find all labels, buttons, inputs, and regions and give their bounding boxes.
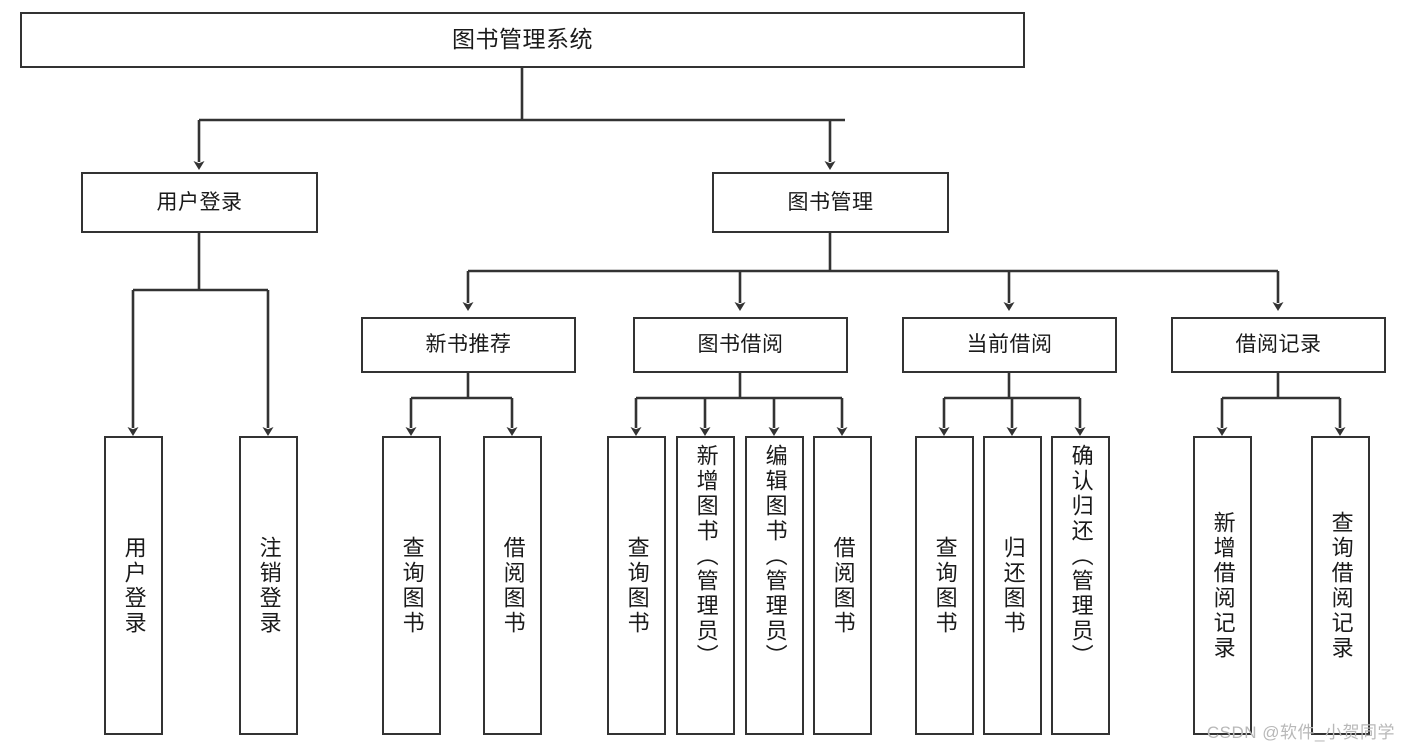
leaf-current-query-book-label: 查询图书: [932, 535, 958, 636]
leaf-current-confirm-return[interactable]: 确认归还（管理员）: [1051, 436, 1110, 735]
leaf-borrow-query-book[interactable]: 查询图书: [607, 436, 666, 735]
node-current-borrow-label: 当前借阅: [966, 333, 1053, 357]
node-current-borrow[interactable]: 当前借阅: [902, 317, 1117, 373]
leaf-record-query[interactable]: 查询借阅记录: [1311, 436, 1370, 735]
node-new-book-recommend-label: 新书推荐: [425, 333, 512, 357]
leaf-newbook-borrow-book-label: 借阅图书: [500, 535, 526, 636]
leaf-newbook-borrow-book[interactable]: 借阅图书: [483, 436, 542, 735]
leaf-current-query-book[interactable]: 查询图书: [915, 436, 974, 735]
leaf-user-login-label: 用户登录: [121, 535, 147, 636]
node-book-borrow-label: 图书借阅: [697, 333, 784, 357]
node-user-login-label: 用户登录: [156, 190, 243, 214]
node-borrow-record[interactable]: 借阅记录: [1171, 317, 1386, 373]
node-book-management[interactable]: 图书管理: [712, 172, 949, 233]
leaf-newbook-query-book-label: 查询图书: [399, 535, 425, 636]
leaf-record-query-label: 查询借阅记录: [1328, 510, 1354, 661]
leaf-current-return-book-label: 归还图书: [1000, 535, 1026, 636]
leaf-record-add-label: 新增借阅记录: [1210, 510, 1236, 661]
leaf-user-login[interactable]: 用户登录: [104, 436, 163, 735]
leaf-borrow-edit-book-label: 编辑图书（管理员）: [762, 444, 788, 669]
watermark: CSDN @软件_小贺同学: [1206, 723, 1395, 742]
leaf-current-return-book[interactable]: 归还图书: [983, 436, 1042, 735]
node-book-borrow[interactable]: 图书借阅: [633, 317, 848, 373]
leaf-borrow-borrow-book-label: 借阅图书: [830, 535, 856, 636]
leaf-borrow-add-book[interactable]: 新增图书（管理员）: [676, 436, 735, 735]
node-borrow-record-label: 借阅记录: [1235, 333, 1322, 357]
leaf-newbook-query-book[interactable]: 查询图书: [382, 436, 441, 735]
node-root[interactable]: 图书管理系统: [20, 12, 1025, 68]
leaf-record-add[interactable]: 新增借阅记录: [1193, 436, 1252, 735]
leaf-borrow-edit-book[interactable]: 编辑图书（管理员）: [745, 436, 804, 735]
leaf-user-logout-label: 注销登录: [256, 535, 282, 636]
leaf-borrow-borrow-book[interactable]: 借阅图书: [813, 436, 872, 735]
node-new-book-recommend[interactable]: 新书推荐: [361, 317, 576, 373]
leaf-borrow-query-book-label: 查询图书: [624, 535, 650, 636]
node-book-management-label: 图书管理: [787, 190, 874, 214]
node-root-label: 图书管理系统: [452, 26, 593, 53]
leaf-current-confirm-return-label: 确认归还（管理员）: [1068, 444, 1094, 669]
leaf-user-logout[interactable]: 注销登录: [239, 436, 298, 735]
node-user-login[interactable]: 用户登录: [81, 172, 318, 233]
leaf-borrow-add-book-label: 新增图书（管理员）: [693, 444, 719, 669]
